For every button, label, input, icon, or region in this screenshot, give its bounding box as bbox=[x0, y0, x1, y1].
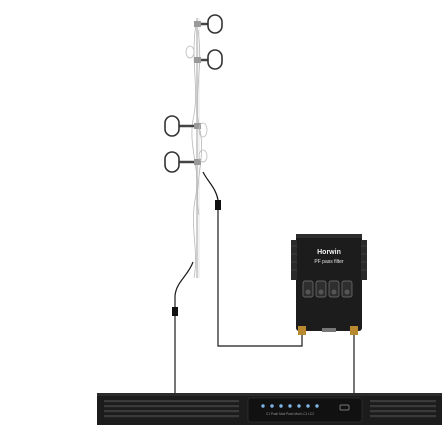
status-led bbox=[270, 404, 274, 408]
status-led bbox=[288, 404, 292, 408]
front-panel: C1 Push Mod Push Mod LC1 LC2 bbox=[247, 397, 363, 423]
filter-ports bbox=[298, 326, 358, 335]
status-led bbox=[306, 404, 310, 408]
right-vent bbox=[370, 400, 436, 418]
status-led bbox=[261, 404, 265, 408]
bandpass-filter: Horwin PF pass filter bbox=[291, 234, 367, 335]
tuning-knobs bbox=[302, 280, 353, 298]
filter-model-label: PF pass filter bbox=[314, 259, 344, 265]
filter-brand-label: Horwin bbox=[317, 249, 341, 256]
cables bbox=[172, 171, 355, 394]
dipole-element bbox=[185, 45, 223, 70]
status-led bbox=[279, 404, 283, 408]
cable-connector bbox=[215, 200, 221, 210]
panel-indicator-labels: C1 Push Mod Push Mod LC1 LC2 bbox=[266, 412, 314, 416]
cable-connector bbox=[172, 307, 178, 316]
dipole-element bbox=[164, 115, 208, 138]
status-led bbox=[297, 404, 301, 408]
antenna-to-transmitter-cable bbox=[174, 261, 194, 394]
rack-transmitter: C1 Push Mod Push Mod LC1 LC2 bbox=[97, 393, 442, 425]
usb-port bbox=[339, 404, 350, 411]
antenna-array bbox=[164, 14, 223, 279]
dipole-element bbox=[194, 14, 223, 34]
dipole-element bbox=[164, 149, 208, 173]
status-led bbox=[315, 404, 319, 408]
antenna-to-filter-cable bbox=[202, 171, 303, 347]
left-vent bbox=[104, 400, 239, 418]
